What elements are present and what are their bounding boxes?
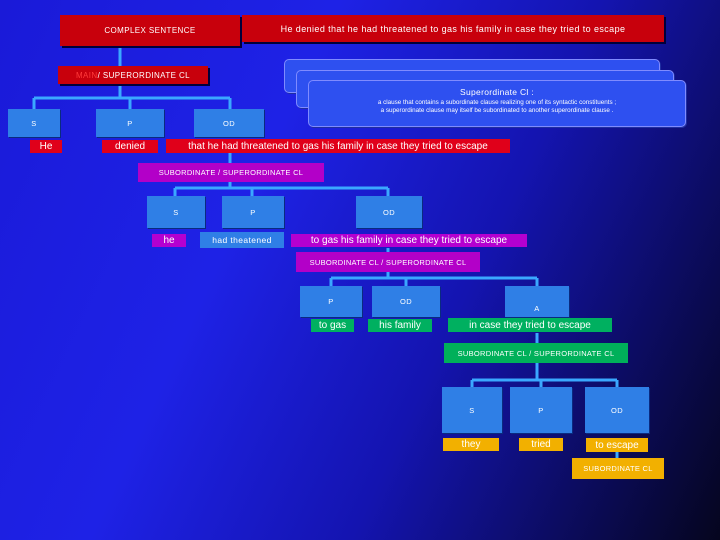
- l4-filler-they: they: [443, 438, 499, 451]
- l2-filler-he: he: [152, 234, 186, 247]
- main-clause-label: MAIN / SUPERORDINATE CL: [58, 66, 208, 84]
- l1-node-s: S: [8, 109, 60, 137]
- l2-filler-had-theatened: had theatened: [200, 232, 284, 248]
- l1-filler-he: He: [30, 140, 62, 153]
- l1-node-p: P: [96, 109, 164, 137]
- l4-filler-tried: tried: [519, 438, 563, 451]
- l1-subordinate-clause-label: SUBORDINATE / SUPERORDINATE CL: [138, 163, 324, 182]
- tooltip-line-1: a clause that contains a subordinate cla…: [377, 99, 617, 106]
- l1-node-od: OD: [194, 109, 264, 137]
- l2-node-s: S: [147, 196, 205, 228]
- main-label-prefix: MAIN: [75, 70, 98, 80]
- l3-filler-to-gas: to gas: [311, 319, 354, 332]
- superordinate-definition-tooltip: Superordinate Cl : a clause that contain…: [308, 80, 686, 127]
- complex-sentence-title: COMPLEX SENTENCE: [60, 15, 240, 46]
- l3-node-p: P: [300, 286, 362, 317]
- l2-subordinate-clause-label: SUBORDINATE CL / SUPERORDINATE CL: [296, 252, 480, 272]
- tooltip-line-2: a superordinate clause may itself be sub…: [380, 107, 614, 114]
- main-label-rest: / SUPERORDINATE CL: [97, 70, 190, 80]
- tooltip-title: Superordinate Cl :: [460, 87, 534, 97]
- l3-node-a: A: [505, 286, 569, 317]
- l4-node-od: OD: [585, 387, 649, 433]
- l3-filler-adverbial-clause: in case they tried to escape: [448, 318, 612, 332]
- l1-filler-object-clause: that he had threatened to gas his family…: [166, 139, 510, 153]
- l1-filler-denied: denied: [102, 140, 158, 153]
- l2-node-od: OD: [356, 196, 422, 228]
- l3-filler-his-family: his family: [368, 319, 432, 332]
- l4-subordinate-clause-label: SUBORDINATE CL: [572, 458, 664, 479]
- l3-subordinate-clause-label: SUBORDINATE CL / SUPERORDINATE CL: [444, 343, 628, 363]
- l3-node-od: OD: [372, 286, 440, 317]
- l4-filler-to-escape: to escape: [586, 438, 648, 452]
- l4-node-s: S: [442, 387, 502, 433]
- l4-node-p: P: [510, 387, 572, 433]
- l2-filler-object-clause: to gas his family in case they tried to …: [291, 234, 527, 247]
- sentence-banner: He denied that he had threatened to gas …: [242, 15, 664, 42]
- l2-node-p: P: [222, 196, 284, 228]
